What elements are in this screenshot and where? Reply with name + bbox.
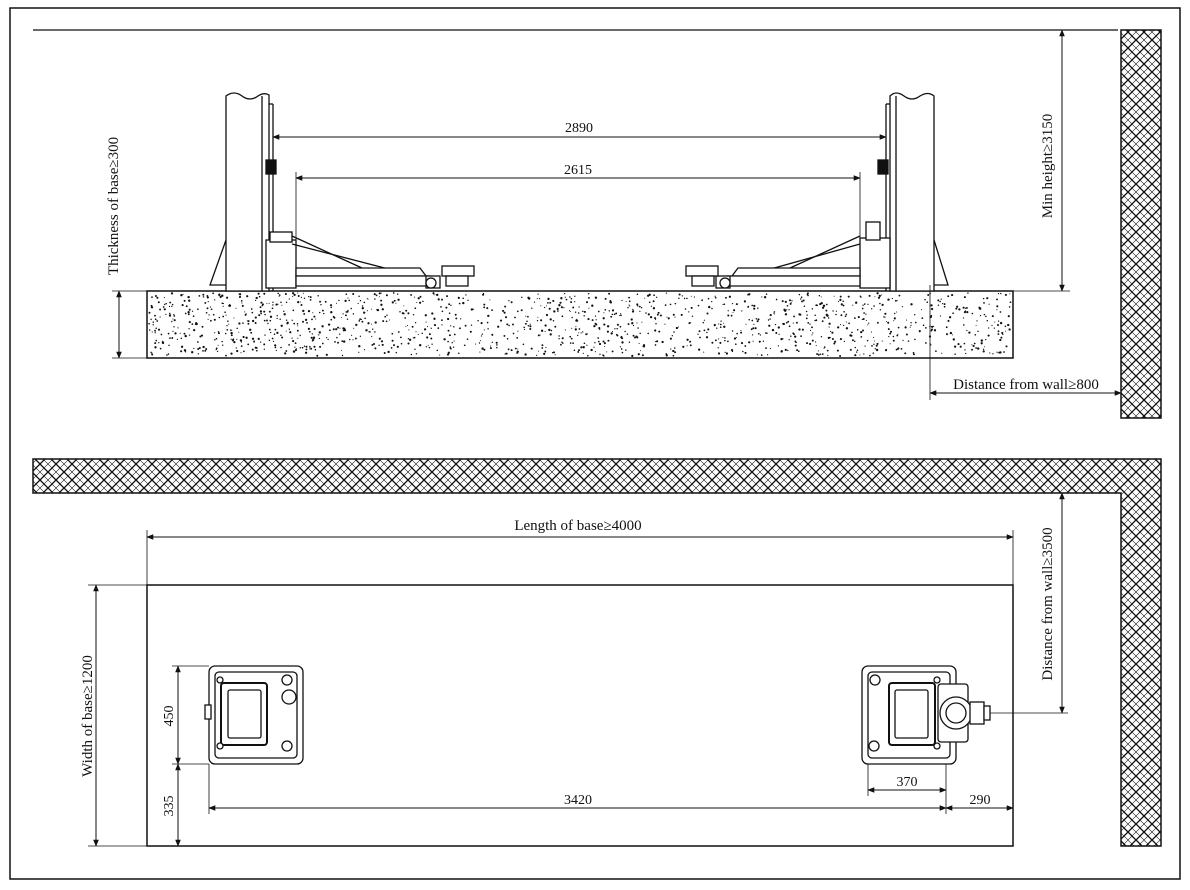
right-post-plan xyxy=(861,665,991,765)
concrete-base xyxy=(146,290,1014,359)
label-base-width: Width of base≥1200 xyxy=(80,655,96,777)
dim-post-spacing-text: 3420 xyxy=(564,793,592,808)
dim-end-offset-text: 290 xyxy=(970,793,991,808)
dim-inner-span-text: 2615 xyxy=(564,163,592,178)
dimension-base-width: Width of base≥1200 xyxy=(80,584,147,847)
side-wall xyxy=(1120,29,1162,419)
dim-edge-offset-text: 335 xyxy=(162,796,177,817)
right-post xyxy=(685,92,949,292)
label-wall-distance-plan: Distance from wall≥3500 xyxy=(1040,527,1056,680)
dimension-wall-distance-side: Distance from wall≥800 xyxy=(929,285,1122,400)
plan-view: Length of base≥4000 Width of base≥1200 D… xyxy=(32,458,1162,847)
label-wall-distance-side: Distance from wall≥800 xyxy=(953,377,1099,393)
dimension-base-length: Length of base≥4000 xyxy=(146,518,1014,585)
left-post-plan xyxy=(204,665,304,765)
dim-outer-span-text: 2890 xyxy=(565,121,593,136)
side-view: 2890 2615 Thickness of base≥300 Min heig… xyxy=(33,29,1162,419)
label-min-height: Min height≥3150 xyxy=(1040,114,1056,218)
dimension-base-thickness: Thickness of base≥300 xyxy=(106,137,147,359)
concrete-texture xyxy=(148,292,1012,357)
dimension-wall-distance-plan: Distance from wall≥3500 xyxy=(985,492,1068,714)
dimension-min-height: Min height≥3150 xyxy=(1013,29,1070,292)
plan-wall xyxy=(32,458,1162,847)
dim-pad-width-text: 370 xyxy=(897,775,918,790)
left-post xyxy=(209,92,475,292)
drawing-frame xyxy=(9,7,1181,880)
dimension-edge-offset: 335 xyxy=(162,763,181,847)
dimension-inner-span: 2615 xyxy=(295,163,861,240)
dimension-outer-span: 2890 xyxy=(272,121,887,140)
dimension-pad-height: 450 xyxy=(162,665,209,765)
dim-pad-height-text: 450 xyxy=(162,706,177,727)
dimension-end-offset: 290 xyxy=(945,793,1014,811)
label-base-thickness: Thickness of base≥300 xyxy=(106,137,122,275)
label-base-length: Length of base≥4000 xyxy=(514,518,641,534)
dimension-pad-width: 370 xyxy=(867,764,947,796)
